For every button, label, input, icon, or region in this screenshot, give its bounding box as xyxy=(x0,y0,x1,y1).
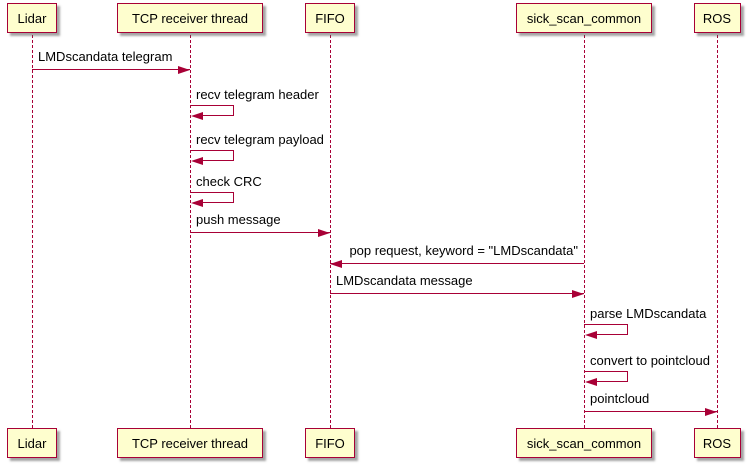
message-line-6 xyxy=(330,293,584,295)
arrowhead-icon xyxy=(572,289,584,298)
self-message-bottom-3 xyxy=(200,202,234,204)
participant-label-tcp-receiver-thread: TCP receiver thread xyxy=(131,10,249,26)
participant-label-lidar: Lidar xyxy=(17,10,47,26)
self-message-bottom-2 xyxy=(200,160,234,162)
participant-bottom-box-ros: ROS xyxy=(693,428,741,458)
self-message-side-1 xyxy=(233,105,235,116)
self-message-label-1: recv telegram header xyxy=(196,87,319,102)
participant-label-sick-scan-common: sick_scan_common xyxy=(526,10,642,26)
lifeline-sick-scan-common xyxy=(583,35,585,428)
self-message-label-3: check CRC xyxy=(196,174,262,189)
self-message-bottom-7 xyxy=(594,334,628,336)
arrowhead-icon xyxy=(178,65,190,74)
participant-bottom-box-fifo: FIFO xyxy=(305,428,355,458)
arrowhead-icon xyxy=(585,377,597,386)
lifeline-ros xyxy=(716,35,718,428)
participant-top-box-lidar: Lidar xyxy=(7,3,57,33)
arrowhead-icon xyxy=(191,111,203,120)
self-message-label-7: parse LMDscandata xyxy=(590,306,707,321)
participant-top-box-tcp-receiver-thread: TCP receiver thread xyxy=(117,3,263,33)
lifeline-lidar xyxy=(31,35,33,428)
message-line-9 xyxy=(584,411,717,413)
arrowhead-icon xyxy=(191,198,203,207)
self-message-top-1 xyxy=(190,105,233,107)
message-line-4 xyxy=(190,232,330,234)
participant-top-box-sick-scan-common: sick_scan_common xyxy=(516,3,652,33)
participant-label-fifo: FIFO xyxy=(315,435,345,451)
arrowhead-icon xyxy=(191,156,203,165)
self-message-bottom-1 xyxy=(200,115,234,117)
participant-bottom-box-tcp-receiver-thread: TCP receiver thread xyxy=(117,428,263,458)
message-label-4: push message xyxy=(196,212,281,227)
participant-label-ros: ROS xyxy=(702,435,732,451)
participant-bottom-box-lidar: Lidar xyxy=(7,428,57,458)
self-message-top-8 xyxy=(584,371,627,373)
self-message-label-8: convert to pointcloud xyxy=(590,353,710,368)
self-message-side-7 xyxy=(627,324,629,335)
message-label-6: LMDscandata message xyxy=(336,273,473,288)
participant-top-box-fifo: FIFO xyxy=(305,3,355,33)
self-message-bottom-8 xyxy=(594,381,628,383)
self-message-side-2 xyxy=(233,150,235,161)
self-message-top-2 xyxy=(190,150,233,152)
arrowhead-icon xyxy=(585,330,597,339)
message-line-5 xyxy=(330,263,584,265)
participant-top-box-ros: ROS xyxy=(693,3,741,33)
participant-label-tcp-receiver-thread: TCP receiver thread xyxy=(131,435,249,451)
participant-label-ros: ROS xyxy=(702,10,732,26)
self-message-top-3 xyxy=(190,192,233,194)
message-label-5: pop request, keyword = "LMDscandata" xyxy=(349,243,578,258)
lifeline-fifo xyxy=(329,35,331,428)
message-line-0 xyxy=(32,69,190,71)
message-label-9: pointcloud xyxy=(590,391,650,406)
lifeline-tcp-receiver-thread xyxy=(189,35,191,428)
message-label-0: LMDscandata telegram xyxy=(38,49,173,64)
participant-label-lidar: Lidar xyxy=(17,435,47,451)
participant-bottom-box-sick-scan-common: sick_scan_common xyxy=(516,428,652,458)
participant-label-fifo: FIFO xyxy=(315,10,345,26)
self-message-label-2: recv telegram payload xyxy=(196,132,324,147)
arrowhead-icon xyxy=(330,259,342,268)
participant-label-sick-scan-common: sick_scan_common xyxy=(526,435,642,451)
self-message-side-8 xyxy=(627,371,629,382)
self-message-side-3 xyxy=(233,192,235,203)
self-message-top-7 xyxy=(584,324,627,326)
arrowhead-icon xyxy=(705,407,717,416)
arrowhead-icon xyxy=(318,228,330,237)
